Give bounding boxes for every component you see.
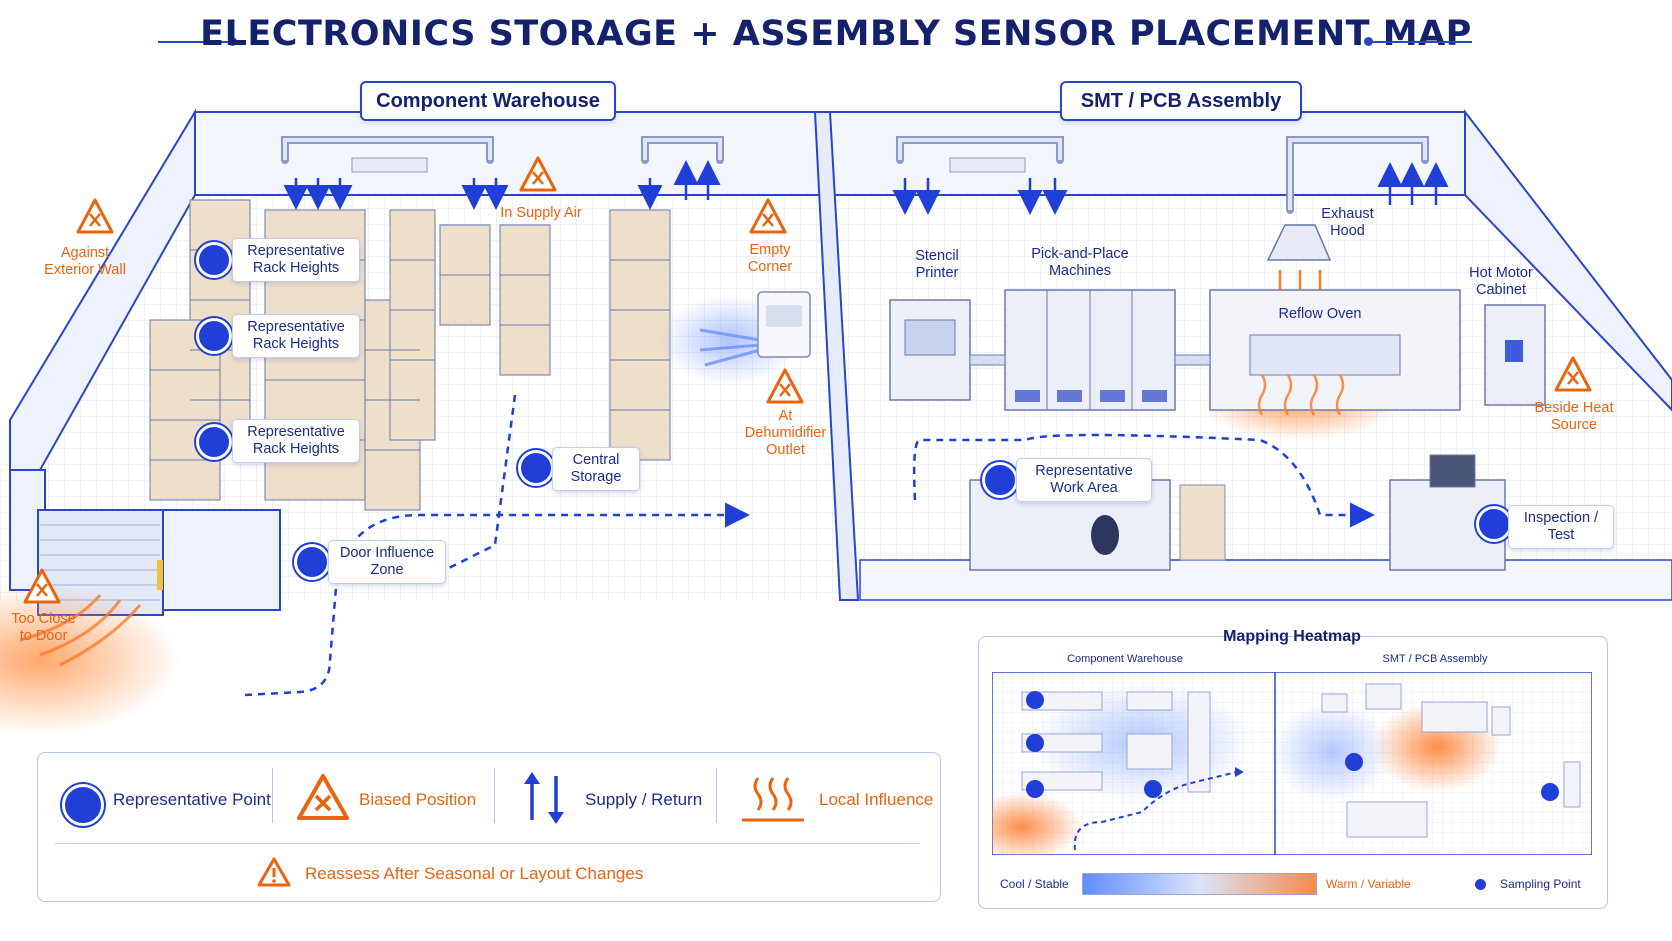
- legend-biased-label: Biased Position: [359, 790, 477, 809]
- legend-panel: [37, 752, 941, 902]
- reflow-oven-label: Reflow Oven: [1278, 306, 1362, 322]
- heatmap-title: Mapping Heatmap: [1223, 628, 1361, 645]
- title-line-right: [1372, 41, 1472, 43]
- sampling-point-icon: [1475, 879, 1486, 890]
- legend-supply-return-label: Supply / Return: [585, 790, 703, 809]
- heatmap-gradient-bar: [1082, 873, 1317, 895]
- rep-door-influence: Door Influence Zone: [328, 540, 446, 584]
- reassess-warning-icon: [257, 857, 291, 887]
- legend-representative-label: Representative Point: [113, 790, 271, 809]
- legend-reassess-label: Reassess After Seasonal or Layout Change…: [305, 864, 644, 883]
- rep-rack-heights-1: Representative Rack Heights: [232, 238, 360, 282]
- biased-dehumidifier-label: At Dehumidifier Outlet: [744, 408, 827, 458]
- legend-arrows-icon: [524, 772, 564, 824]
- exhaust-hood-label: Exhaust Hood: [1321, 206, 1374, 239]
- rep-rack-heights-3: Representative Rack Heights: [232, 419, 360, 463]
- heatmap-plot: [992, 672, 1592, 855]
- zone-warehouse-label: Component Warehouse: [360, 81, 616, 121]
- legend-check-icon: [62, 784, 104, 826]
- biased-door-label: Too Close to Door: [11, 611, 76, 644]
- check-icon: [982, 462, 1018, 498]
- legend-divider: [272, 768, 273, 823]
- page-title: ELECTRONICS STORAGE + ASSEMBLY SENSOR PL…: [200, 14, 1472, 54]
- check-icon: [196, 242, 232, 278]
- heatmap-sampling-label: Sampling Point: [1500, 877, 1581, 891]
- rep-inspection: Inspection / Test: [1508, 505, 1614, 549]
- legend-local-influence-label: Local Influence: [819, 790, 934, 809]
- legend-divider: [716, 768, 717, 823]
- check-icon: [1476, 506, 1512, 542]
- check-icon: [196, 318, 232, 354]
- rep-rack-heights-2: Representative Rack Heights: [232, 314, 360, 358]
- biased-empty-corner-label: Empty Corner: [747, 242, 793, 275]
- check-icon: [518, 450, 554, 486]
- check-icon: [294, 544, 330, 580]
- legend-warning-x-icon: [297, 774, 349, 820]
- title-dot-right: [1364, 37, 1373, 46]
- check-icon: [196, 424, 232, 460]
- rep-central-storage: Central Storage: [552, 447, 640, 491]
- heatmap-warm-label: Warm / Variable: [1326, 877, 1411, 891]
- title-line-left: [158, 41, 230, 43]
- heatmap-left-label: Component Warehouse: [1067, 653, 1183, 665]
- biased-heat-source-label: Beside Heat Source: [1534, 400, 1614, 433]
- hot-motor-cabinet-label: Hot Motor Cabinet: [1469, 265, 1533, 298]
- heatmap-right-label: SMT / PCB Assembly: [1382, 653, 1488, 665]
- rep-work-area: Representative Work Area: [1016, 458, 1152, 502]
- biased-exterior-wall-label: Against Exterior Wall: [44, 245, 126, 278]
- pick-and-place-label: Pick-and-Place Machines: [1031, 246, 1129, 279]
- legend-separator: [55, 843, 920, 844]
- heatmap-cool-label: Cool / Stable: [1000, 877, 1069, 891]
- title-dot-left: [228, 37, 237, 46]
- biased-supply-air-label: In Supply Air: [500, 205, 582, 221]
- legend-heat-icon: [742, 777, 804, 822]
- stencil-printer-label: Stencil Printer: [915, 248, 959, 281]
- zone-smt-label: SMT / PCB Assembly: [1060, 81, 1302, 121]
- legend-divider: [494, 768, 495, 823]
